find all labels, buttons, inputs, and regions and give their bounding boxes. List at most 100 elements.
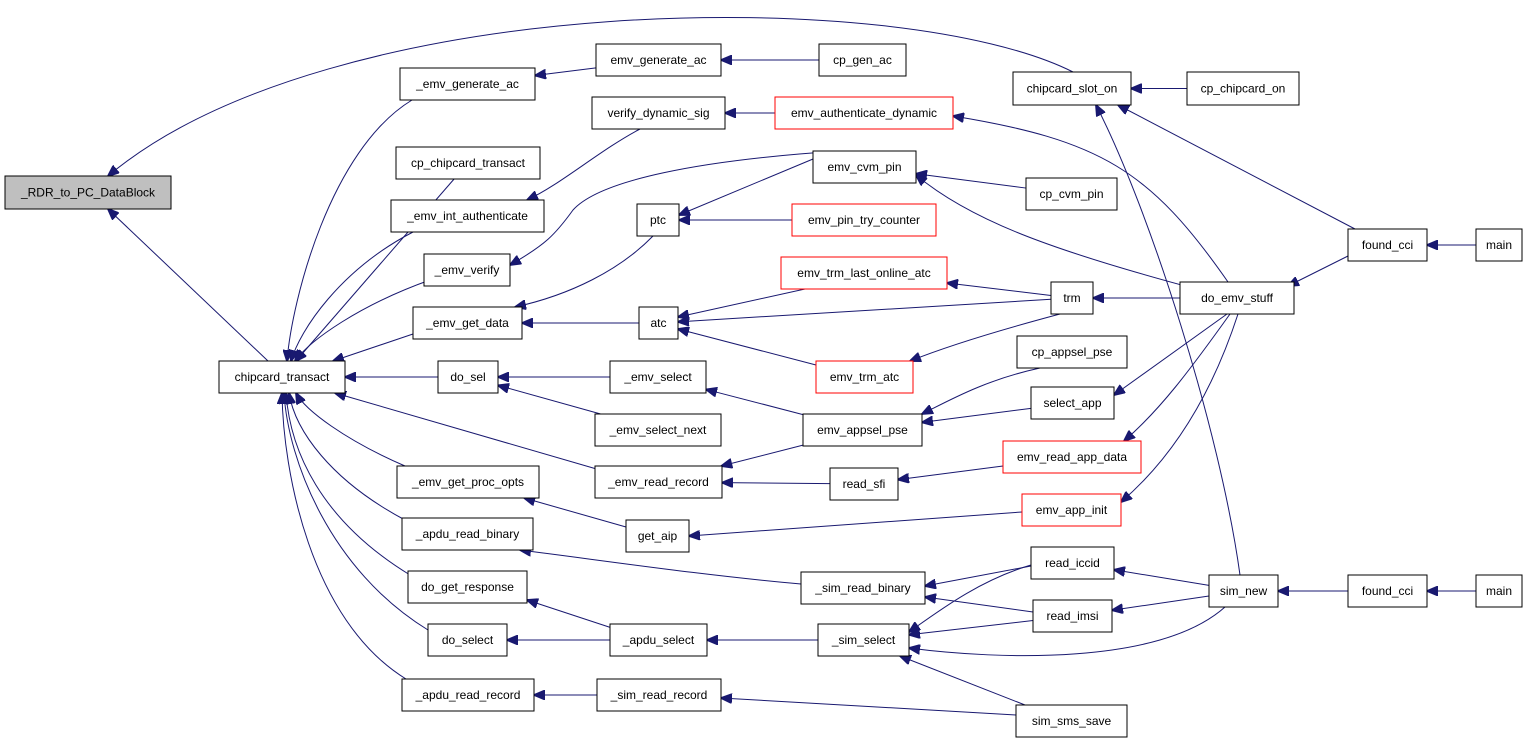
node-err[interactable]: _emv_read_record (594, 465, 723, 499)
edge-rsfi-to-err (722, 483, 831, 484)
node-box (802, 413, 923, 447)
node-ecp[interactable]: emv_cvm_pin (812, 150, 917, 184)
node-ev[interactable]: _emv_verify (423, 253, 511, 287)
node-box (1002, 440, 1142, 474)
node-label: cp_gen_ac (833, 53, 892, 67)
node-box (1015, 704, 1128, 738)
edge-ev-to-ct (295, 279, 431, 361)
node-trm[interactable]: trm (1050, 281, 1094, 315)
node-label: _emv_select (623, 370, 692, 384)
edge-eta-to-atc (678, 329, 817, 366)
node-label: do_emv_stuff (1201, 291, 1273, 305)
node-label: read_sfi (843, 477, 886, 491)
nodes-layer: _RDR_to_PC_DataBlock chipcard_transact _em… (4, 43, 1523, 738)
node-cpco[interactable]: cp_chipcard_on (1186, 71, 1300, 106)
node-eg[interactable]: emv_generate_ac (595, 43, 722, 77)
edges-layer (108, 16, 1476, 716)
edge-des-to-ead (953, 116, 1229, 283)
node-snew[interactable]: sim_new (1208, 574, 1279, 608)
edge-eai-to-gaip (689, 511, 1023, 536)
node-box (1050, 281, 1094, 315)
node-box (591, 96, 726, 130)
node-egpo[interactable]: _emv_get_proc_opts (396, 465, 540, 499)
node-label: _emv_get_proc_opts (411, 475, 524, 489)
node-ega[interactable]: _emv_generate_ac (399, 67, 536, 101)
edge-eia-to-ct (291, 231, 414, 361)
node-label: emv_cvm_pin (827, 160, 901, 174)
node-label: sim_sms_save (1032, 714, 1112, 728)
node-erad[interactable]: emv_read_app_data (1002, 440, 1142, 474)
node-arb[interactable]: _apdu_read_binary (401, 517, 534, 551)
node-box (1032, 599, 1113, 633)
node-srr[interactable]: _sim_read_record (596, 678, 722, 712)
node-eta[interactable]: emv_trm_atc (815, 360, 914, 394)
node-eap[interactable]: emv_appsel_pse (802, 413, 923, 447)
node-des[interactable]: do_emv_stuff (1179, 281, 1295, 315)
node-etloa[interactable]: emv_trm_last_online_atc (780, 256, 948, 290)
node-cpap[interactable]: cp_appsel_pse (1016, 335, 1128, 369)
node-cpga[interactable]: cp_gen_ac (818, 43, 907, 77)
node-fcci2[interactable]: found_cci (1347, 574, 1428, 608)
node-box (636, 203, 680, 237)
node-ct[interactable]: chipcard_transact (218, 360, 346, 394)
node-label: main (1486, 238, 1512, 252)
edge-vds-to-eia (527, 128, 641, 200)
edge-sss-to-srr (721, 698, 1017, 716)
node-egd[interactable]: _emv_get_data (412, 306, 523, 340)
node-label: sim_new (1220, 584, 1268, 598)
node-box (407, 570, 528, 604)
node-eia[interactable]: _emv_int_authenticate (390, 199, 545, 233)
node-es[interactable]: _emv_select (609, 360, 707, 394)
edge-dselect-to-ct (284, 393, 429, 631)
node-vds[interactable]: verify_dynamic_sig (591, 96, 726, 130)
node-box (390, 199, 545, 233)
node-eptc[interactable]: emv_pin_try_counter (791, 203, 937, 237)
node-ead[interactable]: emv_authenticate_dynamic (774, 96, 954, 130)
node-arr[interactable]: _apdu_read_record (401, 678, 535, 712)
edge-as-to-dgr (527, 600, 613, 629)
node-dgr[interactable]: do_get_response (407, 570, 528, 604)
node-sapp[interactable]: select_app (1030, 386, 1115, 420)
node-label: _apdu_read_record (415, 688, 521, 702)
edge-sapp-to-eap (922, 407, 1032, 422)
edge-eap-to-es (706, 389, 804, 416)
node-ptc[interactable]: ptc (636, 203, 680, 237)
node-label: emv_appsel_pse (817, 423, 908, 437)
node-gaip[interactable]: get_aip (625, 519, 690, 553)
node-box (396, 465, 540, 499)
node-fcci1[interactable]: found_cci (1347, 228, 1428, 262)
node-atc[interactable]: atc (638, 306, 679, 340)
node-main2[interactable]: main (1475, 574, 1523, 608)
node-label: do_select (442, 633, 494, 647)
node-rdr[interactable]: _RDR_to_PC_DataBlock (4, 175, 172, 210)
node-box (1208, 574, 1279, 608)
node-ss[interactable]: _sim_select (817, 623, 910, 657)
node-cso[interactable]: chipcard_slot_on (1012, 71, 1132, 106)
node-eai[interactable]: emv_app_init (1021, 493, 1122, 527)
edge-trm-to-eta (910, 313, 1061, 361)
edge-arb-to-ct (289, 393, 406, 521)
node-riccid[interactable]: read_iccid (1030, 546, 1115, 580)
node-rsfi[interactable]: read_sfi (829, 467, 899, 501)
node-box (609, 360, 707, 394)
node-rimsi[interactable]: read_imsi (1032, 599, 1113, 633)
node-main1[interactable]: main (1475, 228, 1523, 262)
edge-snew-to-riccid (1114, 570, 1210, 586)
node-box (1347, 574, 1428, 608)
node-label: cp_chipcard_transact (411, 156, 526, 170)
node-box (815, 360, 914, 394)
node-label: _emv_get_data (425, 316, 509, 330)
node-srb[interactable]: _sim_read_binary (800, 571, 926, 605)
node-label: _sim_select (831, 633, 896, 647)
node-dselect[interactable]: do_select (427, 623, 508, 657)
node-label: emv_trm_last_online_atc (797, 266, 930, 280)
node-box (1025, 177, 1118, 211)
node-dsel[interactable]: do_sel (437, 360, 499, 394)
node-as[interactable]: _apdu_select (609, 623, 708, 657)
node-sss[interactable]: sim_sms_save (1015, 704, 1128, 738)
node-cpct[interactable]: cp_chipcard_transact (395, 146, 541, 180)
node-label: do_get_response (421, 580, 514, 594)
node-label: _emv_read_record (607, 475, 709, 489)
node-esn[interactable]: _emv_select_next (594, 413, 722, 447)
node-cpcvm[interactable]: cp_cvm_pin (1025, 177, 1118, 211)
